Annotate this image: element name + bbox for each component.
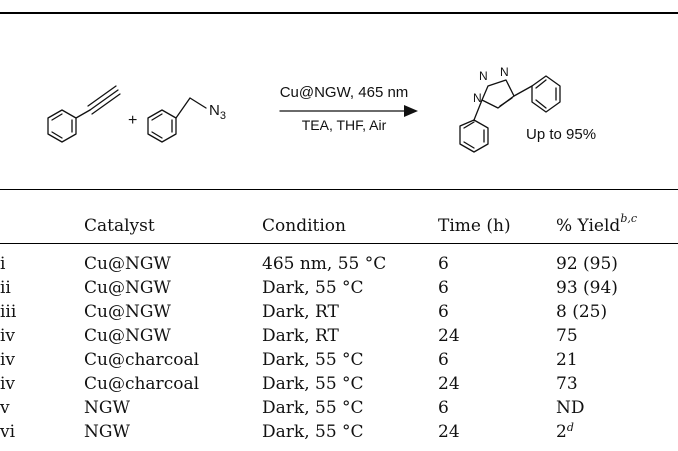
cell-catalyst: NGW — [84, 422, 130, 442]
cell-condition: Dark, 55 °C — [262, 350, 364, 370]
cell-yield: 73 — [556, 374, 578, 394]
header-yield: % Yieldb,c — [556, 212, 638, 236]
cell-time: 6 — [438, 278, 449, 298]
cell-catalyst: Cu@NGW — [84, 278, 171, 298]
cell-condition: Dark, 55 °C — [262, 374, 364, 394]
cell-yield: 21 — [556, 350, 578, 370]
triazole-product-structure — [459, 75, 561, 153]
condition-below: TEA, THF, Air — [302, 117, 387, 133]
cell-condition: 465 nm, 55 °C — [262, 254, 387, 274]
cell-yield: 2d — [556, 421, 574, 442]
triazole-n3-label: N — [473, 91, 482, 105]
top-rule — [0, 12, 678, 14]
cell-entry: iv — [0, 350, 16, 370]
cell-time: 24 — [438, 326, 460, 346]
cell-condition: Dark, 55 °C — [262, 398, 364, 418]
cell-yield: 92 (95) — [556, 254, 618, 274]
plus-sign: + — [128, 112, 137, 129]
cell-entry: iv — [0, 374, 16, 394]
cell-time: 6 — [438, 350, 449, 370]
cell-condition: Dark, 55 °C — [262, 422, 364, 442]
cell-entry: iii — [0, 302, 17, 322]
phenylacetylene-structure — [47, 85, 121, 143]
cell-time: 6 — [438, 302, 449, 322]
header-rule — [0, 243, 678, 244]
scheme-divider-rule — [0, 189, 678, 190]
cell-yield: 8 (25) — [556, 302, 608, 322]
cell-catalyst: Cu@NGW — [84, 254, 171, 274]
benzyl-azide-structure — [147, 97, 207, 143]
cell-time: 6 — [438, 398, 449, 418]
reaction-scheme: + N3 Cu@NGW, 465 nm TEA, THF, Air N N N … — [47, 65, 596, 153]
cell-time: 6 — [438, 254, 449, 274]
cell-catalyst: Cu@NGW — [84, 326, 171, 346]
cell-catalyst: Cu@charcoal — [84, 374, 200, 394]
cell-condition: Dark, RT — [262, 326, 339, 346]
cell-entry: i — [0, 254, 6, 274]
cell-catalyst: Cu@charcoal — [84, 350, 200, 370]
cell-condition: Dark, RT — [262, 302, 339, 322]
cell-entry: iv — [0, 326, 16, 346]
cell-time: 24 — [438, 422, 460, 442]
cell-entry: v — [0, 398, 10, 418]
cell-entry: ii — [0, 278, 11, 298]
cell-condition: Dark, 55 °C — [262, 278, 364, 298]
cell-time: 24 — [438, 374, 460, 394]
arrow-head — [404, 105, 418, 117]
yield-note: Up to 95% — [526, 126, 596, 143]
condition-above: Cu@NGW, 465 nm — [280, 84, 409, 101]
triazole-n2-label: N — [500, 65, 509, 79]
cell-catalyst: Cu@NGW — [84, 302, 171, 322]
footnote-marker: d — [566, 421, 574, 434]
azide-label: N3 — [209, 102, 226, 122]
header-catalyst: Catalyst — [84, 216, 155, 236]
cell-yield: ND — [556, 398, 585, 418]
header-time: Time (h) — [438, 216, 511, 236]
cell-entry: vi — [0, 422, 16, 442]
cell-yield: 93 (94) — [556, 278, 618, 298]
cell-yield: 75 — [556, 326, 578, 346]
header-condition: Condition — [262, 216, 346, 236]
cell-catalyst: NGW — [84, 398, 130, 418]
triazole-n1-label: N — [479, 69, 488, 83]
